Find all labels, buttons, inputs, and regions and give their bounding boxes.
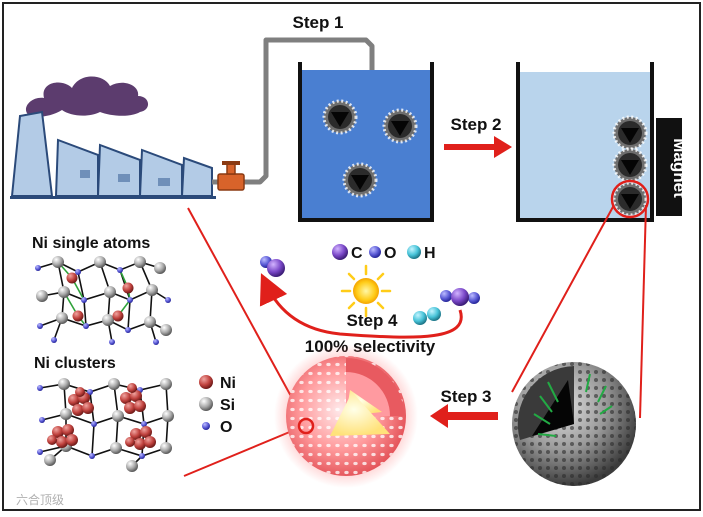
step1-label: Step 1 bbox=[292, 13, 343, 32]
step3-arrow bbox=[430, 404, 498, 428]
beaker-2 bbox=[516, 62, 654, 222]
co-molecule bbox=[260, 256, 285, 277]
beaker-1 bbox=[298, 62, 434, 222]
magnet bbox=[656, 118, 682, 216]
legend-c-label: C bbox=[351, 245, 363, 262]
zoom-line bbox=[639, 204, 647, 419]
ni-cluster bbox=[120, 383, 146, 414]
legend-o-label: O bbox=[384, 245, 396, 262]
step3-label: Step 3 bbox=[440, 387, 491, 406]
legend-o-swatch bbox=[202, 422, 210, 430]
h2-molecule bbox=[413, 307, 441, 325]
legend-ni-swatch bbox=[199, 375, 213, 389]
nanoparticle bbox=[322, 99, 358, 135]
step4-arrow bbox=[259, 273, 463, 339]
single-atom-atoms bbox=[35, 256, 172, 345]
catalyst-sphere-red bbox=[274, 344, 418, 488]
highlight-circle bbox=[610, 179, 650, 219]
legend-o-swatch bbox=[369, 246, 381, 258]
nanoparticle bbox=[612, 147, 648, 183]
legend-h-label: H bbox=[424, 245, 436, 262]
nanoparticle bbox=[612, 181, 648, 217]
smoke-cloud bbox=[25, 76, 149, 117]
clusters-atoms bbox=[37, 378, 174, 472]
precursor-sphere-grey bbox=[512, 362, 636, 486]
co2-molecule bbox=[440, 288, 480, 306]
molecule-legend: C O H bbox=[332, 244, 436, 262]
magnet-label: Magnet bbox=[670, 138, 689, 198]
valve bbox=[217, 173, 245, 191]
nanoparticle bbox=[612, 115, 648, 151]
single-atoms-title: Ni single atoms bbox=[32, 235, 150, 252]
legend-si-swatch bbox=[199, 397, 213, 411]
gas-pipe bbox=[212, 37, 375, 191]
clusters-title: Ni clusters bbox=[34, 355, 116, 372]
legend-c-swatch bbox=[332, 244, 348, 260]
legend-si-label: Si bbox=[220, 397, 235, 414]
sun-icon bbox=[340, 264, 392, 318]
factory-illustration bbox=[10, 76, 216, 199]
nanoparticle bbox=[382, 108, 418, 144]
element-legend: Ni Si O bbox=[199, 375, 236, 436]
ni-cluster bbox=[125, 426, 156, 450]
legend-o-label: O bbox=[220, 419, 232, 436]
step2-arrow bbox=[444, 136, 512, 158]
ni-cluster bbox=[68, 387, 94, 416]
legend-h-swatch bbox=[407, 245, 421, 259]
nanoparticle bbox=[342, 162, 378, 198]
legend-ni-label: Ni bbox=[220, 375, 236, 392]
step4-label: Step 4 bbox=[346, 311, 398, 330]
zoom-line bbox=[511, 204, 615, 393]
watermark: 六合顶级 bbox=[16, 492, 64, 507]
ni-cluster bbox=[47, 424, 78, 448]
step2-label: Step 2 bbox=[450, 115, 501, 134]
